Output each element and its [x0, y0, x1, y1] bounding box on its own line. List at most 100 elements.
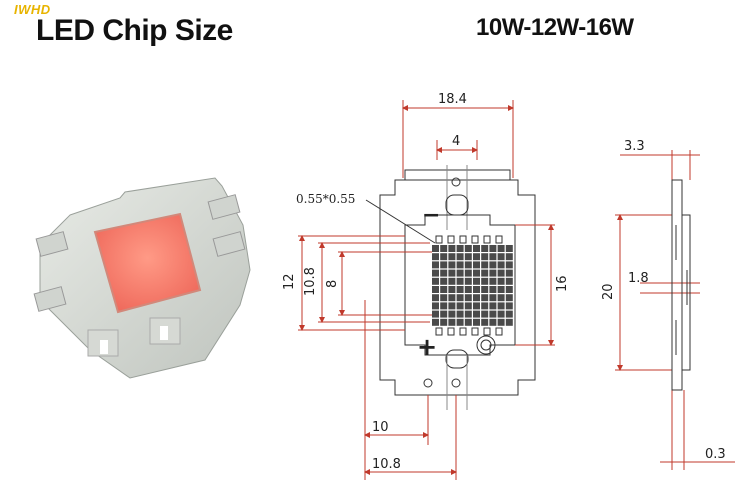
led-die-cell [473, 277, 480, 285]
die-size-label: 0.55*0.55 [296, 192, 355, 206]
led-die-cell [464, 286, 472, 293]
dim-height-10-8: 10.8 [303, 267, 318, 296]
led-die-cell [489, 245, 497, 252]
dim-height-16: 16 [555, 275, 570, 292]
led-die-cell [489, 294, 497, 302]
led-die-cell [505, 294, 513, 302]
led-die-cell [481, 261, 489, 269]
bond-finger [483, 327, 491, 336]
led-die-cell [448, 294, 456, 302]
led-die-cell [456, 253, 464, 261]
led-die-grid [432, 235, 513, 336]
led-die-cell [440, 318, 448, 326]
led-die-cell [505, 302, 513, 310]
bond-finger [435, 327, 443, 336]
led-die-cell [456, 261, 464, 269]
led-die-cell [456, 286, 464, 293]
bond-finger [495, 327, 503, 336]
bond-finger [459, 235, 467, 244]
page-title: LED Chip Size [36, 14, 233, 47]
led-die-cell [505, 310, 513, 318]
led-die-cell [505, 318, 513, 326]
led-die-cell [464, 310, 472, 318]
dim-base-0-3: 0.3 [705, 447, 726, 462]
led-die-cell [473, 253, 480, 261]
led-die-cell [448, 286, 456, 293]
led-die-cell [432, 277, 439, 285]
dim-bottom-10: 10 [372, 420, 389, 435]
led-die-cell [497, 286, 505, 293]
led-die-cell [440, 302, 448, 310]
dim-side-1-8: 1.8 [628, 271, 649, 286]
led-die-cell [440, 286, 448, 293]
led-die-cell [481, 318, 489, 326]
led-die-cell [440, 277, 448, 285]
dim-bottom-10-8: 10.8 [372, 457, 401, 472]
led-die-cell [481, 245, 489, 252]
led-die-cell [473, 310, 480, 318]
led-die-cell [489, 261, 497, 269]
led-die-cell [464, 294, 472, 302]
minus-sign: − [422, 203, 440, 228]
led-die-cell [497, 245, 505, 252]
led-die-cell [505, 286, 513, 293]
led-die-cell [497, 318, 505, 326]
led-die-cell [464, 253, 472, 261]
dim-width-total: 18.4 [438, 92, 467, 107]
led-die-cell [481, 294, 489, 302]
dim-pad-gap: 4 [452, 134, 460, 149]
led-die-cell [489, 277, 497, 285]
led-die-cell [448, 318, 456, 326]
led-die-cell [505, 261, 513, 269]
led-die-cell [432, 269, 439, 277]
dim-thickness: 3.3 [624, 139, 645, 154]
led-die-cell [432, 253, 439, 261]
bond-finger [471, 235, 479, 244]
led-die-cell [432, 294, 439, 302]
led-die-cell [497, 310, 505, 318]
led-die-cell [448, 245, 456, 252]
led-chip-photo [33, 177, 251, 379]
bond-finger [495, 235, 503, 244]
led-die-cell [481, 286, 489, 293]
led-die-cell [448, 261, 456, 269]
led-die-cell [464, 261, 472, 269]
led-die-cell [505, 253, 513, 261]
led-die-cell [456, 318, 464, 326]
led-die-cell [440, 294, 448, 302]
bond-finger [471, 327, 479, 336]
led-die-cell [432, 261, 439, 269]
led-die-cell [448, 277, 456, 285]
led-die-cell [489, 310, 497, 318]
led-die-cell [448, 302, 456, 310]
led-die-cell [497, 277, 505, 285]
led-die-cell [432, 318, 439, 326]
led-die-cell [481, 310, 489, 318]
led-die-cell [489, 318, 497, 326]
led-die-cell [440, 310, 448, 318]
led-die-cell [481, 302, 489, 310]
led-die-cell [456, 277, 464, 285]
side-view-drawing [671, 179, 691, 391]
led-die-cell [473, 302, 480, 310]
led-die-cell [505, 277, 513, 285]
bond-finger [435, 235, 443, 244]
led-die-cell [473, 261, 480, 269]
led-die-cell [440, 253, 448, 261]
led-die-cell [432, 286, 439, 293]
led-die-cell [464, 302, 472, 310]
led-die-cell [464, 269, 472, 277]
led-die-cell [489, 286, 497, 293]
led-die-cell [448, 310, 456, 318]
led-die-cell [489, 253, 497, 261]
led-die-cell [497, 269, 505, 277]
led-die-cell [473, 245, 480, 252]
led-die-cell [497, 294, 505, 302]
led-die-cell [505, 245, 513, 252]
led-die-cell [473, 269, 480, 277]
led-die-cell [473, 294, 480, 302]
led-die-cell [473, 318, 480, 326]
led-die-cell [489, 269, 497, 277]
led-die-cell [497, 253, 505, 261]
